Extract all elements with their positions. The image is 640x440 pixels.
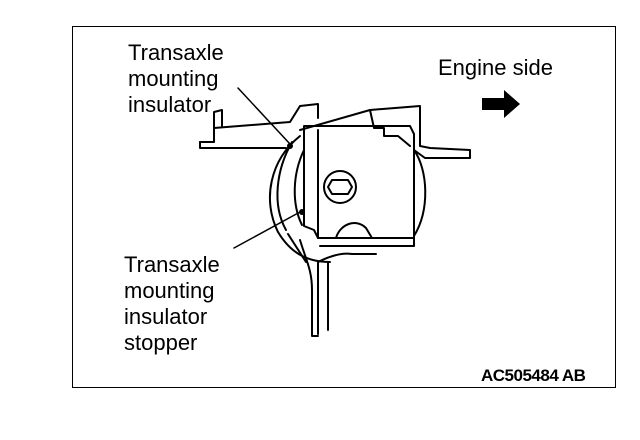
leader-insulator bbox=[237, 87, 291, 145]
center-bolt bbox=[323, 170, 357, 204]
engine-side-label: Engine side bbox=[438, 55, 553, 80]
stopper-label: Transaxle mounting insulator stopper bbox=[124, 252, 220, 355]
figure-frame bbox=[72, 26, 616, 388]
left-bracket-arm bbox=[199, 103, 319, 143]
figure-code: AC505484 AB bbox=[481, 366, 586, 385]
stopper-lower bbox=[299, 239, 319, 337]
housing-plate bbox=[303, 125, 415, 239]
leader-stopper bbox=[233, 211, 301, 249]
arrow-right-icon bbox=[482, 90, 520, 118]
upper-bracket bbox=[299, 105, 471, 159]
insulator-label: Transaxle mounting insulator bbox=[128, 40, 224, 117]
insulator-outer-curve bbox=[268, 135, 331, 263]
